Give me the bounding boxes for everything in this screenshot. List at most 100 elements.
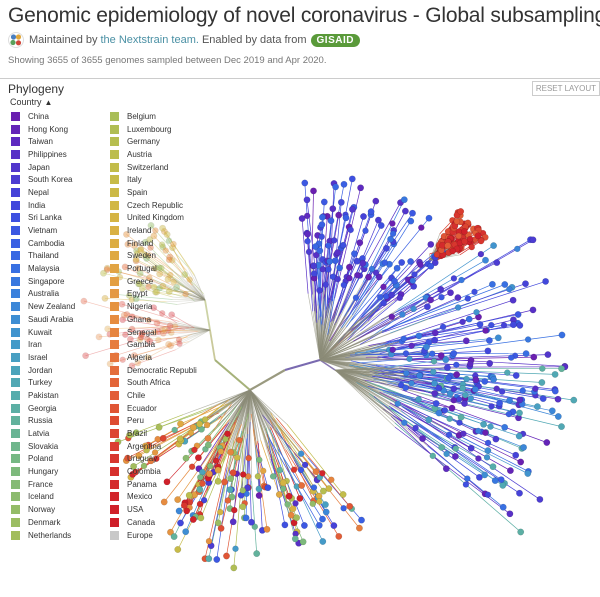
tree-tip[interactable]: [429, 452, 436, 460]
tree-tip[interactable]: [488, 403, 495, 410]
tree-tip[interactable]: [506, 396, 513, 404]
tree-tip[interactable]: [153, 319, 161, 327]
tree-tip[interactable]: [506, 510, 514, 518]
legend-item[interactable]: South Korea: [11, 173, 75, 186]
tree-tip[interactable]: [340, 241, 347, 249]
tree-tip[interactable]: [519, 387, 526, 394]
tree-tip[interactable]: [160, 228, 168, 235]
tree-tip[interactable]: [348, 205, 356, 213]
tree-tip[interactable]: [372, 197, 380, 205]
tree-tip[interactable]: [147, 222, 155, 229]
tree-tip[interactable]: [494, 334, 502, 342]
tree-tip[interactable]: [467, 360, 474, 368]
tree-tip[interactable]: [501, 281, 509, 288]
tree-tip[interactable]: [446, 390, 454, 397]
tree-tip[interactable]: [134, 359, 142, 367]
tree-tip[interactable]: [514, 311, 522, 318]
legend-item[interactable]: Canada: [110, 516, 197, 529]
tree-tip[interactable]: [419, 435, 426, 442]
tree-tip[interactable]: [514, 245, 521, 253]
tree-tip[interactable]: [443, 450, 450, 458]
tree-tip[interactable]: [482, 256, 489, 264]
tree-tip[interactable]: [461, 400, 468, 407]
tree-tip[interactable]: [171, 323, 179, 330]
reset-layout-button[interactable]: RESET LAYOUT: [531, 81, 600, 96]
tree-tip[interactable]: [389, 220, 396, 227]
tree-tip[interactable]: [471, 288, 478, 296]
tree-tip[interactable]: [322, 508, 330, 516]
legend-item[interactable]: France: [11, 478, 75, 491]
tree-tip[interactable]: [484, 439, 492, 447]
tree-tip[interactable]: [316, 287, 323, 294]
tree-tip[interactable]: [170, 278, 177, 286]
tree-tip[interactable]: [319, 538, 327, 545]
tree-tip[interactable]: [512, 451, 520, 459]
tree-tip[interactable]: [239, 471, 247, 478]
tree-tip[interactable]: [508, 354, 515, 361]
tree-tip[interactable]: [196, 486, 204, 493]
tree-tip[interactable]: [471, 385, 479, 393]
legend-item[interactable]: Sweden: [110, 250, 197, 263]
tree-tip[interactable]: [425, 416, 433, 424]
tree-tip[interactable]: [464, 475, 471, 482]
tree-tip[interactable]: [450, 349, 458, 357]
tree-tip[interactable]: [152, 227, 159, 234]
tree-tip[interactable]: [177, 519, 184, 527]
tree-tip[interactable]: [244, 484, 251, 492]
tree-tip[interactable]: [82, 352, 90, 360]
legend-item[interactable]: Thailand: [11, 250, 75, 263]
tree-tip[interactable]: [516, 409, 523, 417]
tree-tip[interactable]: [313, 251, 320, 259]
tree-tip[interactable]: [368, 265, 376, 273]
tree-tip[interactable]: [155, 423, 163, 431]
tree-tip[interactable]: [475, 455, 482, 462]
tree-tip[interactable]: [325, 266, 332, 273]
tree-tip[interactable]: [128, 296, 136, 303]
tree-tip[interactable]: [348, 175, 356, 183]
tree-tip[interactable]: [165, 256, 173, 264]
tree-tip[interactable]: [122, 331, 129, 338]
tree-tip[interactable]: [477, 237, 485, 245]
tree-tip[interactable]: [279, 479, 287, 487]
tree-tip[interactable]: [174, 546, 182, 553]
tree-tip[interactable]: [418, 224, 425, 231]
tree-tip[interactable]: [431, 329, 439, 337]
tree-tip[interactable]: [297, 450, 305, 457]
tree-tip[interactable]: [320, 198, 328, 206]
tree-tip[interactable]: [475, 427, 482, 435]
tree-tip[interactable]: [146, 236, 154, 244]
tree-tip[interactable]: [372, 269, 380, 276]
tree-tip[interactable]: [119, 356, 126, 363]
tree-tip[interactable]: [346, 502, 354, 510]
tree-tip[interactable]: [100, 269, 107, 277]
tree-tip[interactable]: [442, 356, 450, 364]
tree-tip[interactable]: [455, 232, 462, 240]
legend-item[interactable]: Nepal: [11, 186, 75, 199]
legend-item[interactable]: Australia: [11, 288, 75, 301]
tree-tip[interactable]: [431, 336, 439, 344]
tree-tip[interactable]: [132, 429, 140, 436]
legend-item[interactable]: Argentina: [110, 440, 197, 453]
tree-tip[interactable]: [144, 354, 152, 361]
tree-tip[interactable]: [144, 336, 151, 343]
tree-tip[interactable]: [335, 211, 343, 219]
tree-tip[interactable]: [276, 466, 283, 474]
tree-tip[interactable]: [217, 448, 225, 455]
tree-tip[interactable]: [483, 454, 491, 461]
tree-tip[interactable]: [401, 207, 409, 215]
tree-tip[interactable]: [539, 365, 546, 372]
tree-tip[interactable]: [493, 259, 501, 266]
legend-item[interactable]: Portugal: [110, 262, 197, 275]
tree-tip[interactable]: [350, 250, 358, 258]
tree-tip[interactable]: [161, 326, 169, 333]
tree-tip[interactable]: [334, 249, 341, 257]
tree-tip[interactable]: [398, 381, 405, 389]
legend-item[interactable]: Vietnam: [11, 224, 75, 237]
tree-tip[interactable]: [467, 444, 475, 452]
tree-tip[interactable]: [316, 498, 323, 505]
tree-tip[interactable]: [321, 501, 329, 508]
tree-tip[interactable]: [484, 347, 492, 355]
legend-item[interactable]: Slovakia: [11, 440, 75, 453]
tree-tip[interactable]: [137, 334, 145, 341]
tree-tip[interactable]: [310, 270, 318, 277]
